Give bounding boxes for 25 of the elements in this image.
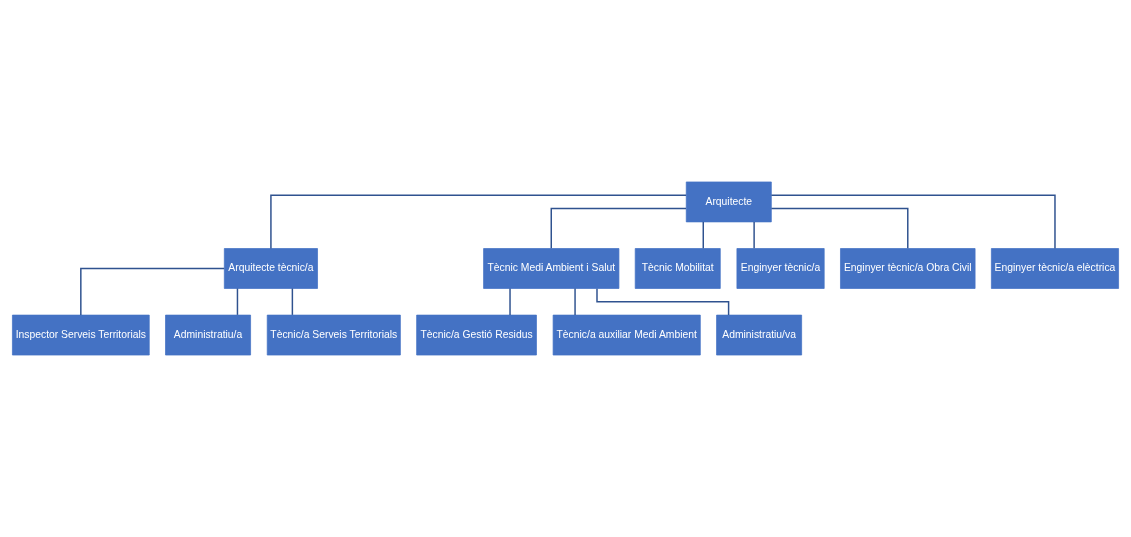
connector <box>770 207 909 249</box>
node-box: Tècnic/a auxiliar Medi Ambient <box>552 314 701 356</box>
connector <box>702 221 704 250</box>
connector <box>509 287 511 316</box>
node-box: Arquitecte tècnic/a <box>223 248 318 289</box>
connector <box>770 194 1056 250</box>
node-box: Tècnic Mobilitat <box>634 248 721 289</box>
connector <box>753 221 755 250</box>
connector <box>550 207 687 249</box>
connector <box>80 267 225 316</box>
node-box: Enginyer tècnic/a elèctrica <box>991 248 1119 289</box>
node-box: Administratiu/a <box>165 314 251 356</box>
connector <box>291 287 294 316</box>
node-box: Arquitecte <box>685 181 772 223</box>
node-box: Tècnic Medi Ambient i Salut <box>483 248 620 289</box>
node-box: Tècnic/a Gestió Residus <box>416 314 537 356</box>
connector <box>596 287 730 316</box>
node-box: Tècnic/a Serveis Territorials <box>266 314 401 356</box>
node-box: Enginyer tècnic/a Obra Civil <box>840 248 976 289</box>
connector <box>270 194 687 250</box>
node-box: Administratiu/va <box>716 314 802 356</box>
node-box: Inspector Serveis Territorials <box>12 314 150 356</box>
node-box: Enginyer tècnic/a <box>736 248 825 289</box>
connector <box>236 287 239 316</box>
connector <box>574 287 576 316</box>
